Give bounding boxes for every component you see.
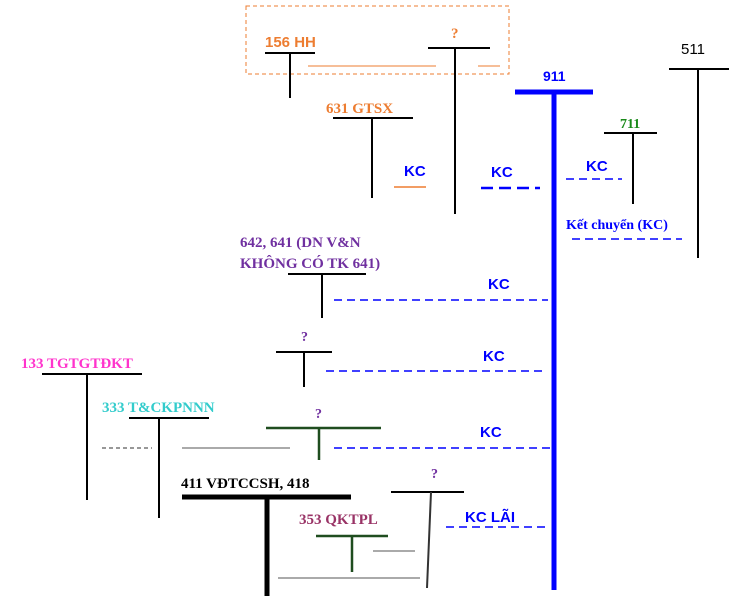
label-q-green: ? [315,407,322,422]
label-411-vdtccsh: 411 VĐTCCSH, 418 [181,476,310,492]
label-511: 511 [681,41,705,58]
label-q-top: ? [451,26,459,42]
label-353-qktpl: 353 QKTPL [299,512,378,528]
label-kc-green: KC [480,424,502,441]
label-911: 911 [543,68,566,84]
label-kc-711: KC [586,158,608,175]
label-133-tgtgt: 133 TGTGTĐKT [21,356,133,372]
t-account-q-low-stem [426,491,432,589]
label-dn-line1: 642, 641 (DN V&N [240,235,361,251]
label-kc-mid: KC [483,348,505,365]
label-ket-chuyen: Kết chuyển (KC) [566,218,668,233]
label-kc-q: KC [491,164,513,181]
label-dn-line2: KHÔNG CÓ TK 641) [240,255,380,272]
label-333-t: 333 T&CKPNNN [102,400,215,416]
label-kc-631: KC [404,163,426,180]
label-q-mid: ? [301,330,308,345]
label-q-low: ? [431,467,438,482]
label-631-gtsx: 631 GTSX [326,101,393,117]
label-kc-dn: KC [488,276,510,293]
label-711: 711 [620,117,640,132]
label-156-hh: 156 HH [265,34,316,51]
dashed-group-box [245,5,510,75]
label-kc-lai: KC LÃI [465,508,515,526]
